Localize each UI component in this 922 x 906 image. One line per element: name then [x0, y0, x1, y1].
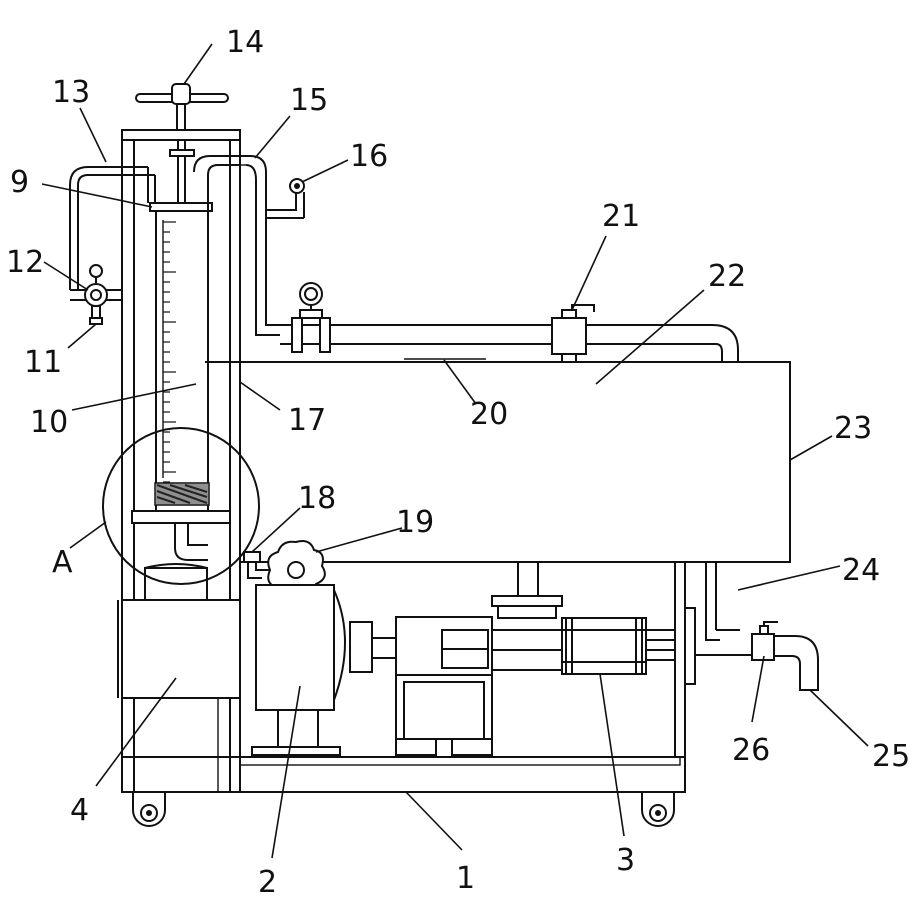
pressure-valve [84, 264, 108, 325]
cylinder-outlet [131, 510, 231, 561]
drain-valve [751, 621, 778, 661]
callout-9: 9 [10, 165, 29, 200]
callout-15: 15 [290, 83, 328, 118]
callout-14: 14 [226, 25, 264, 60]
callout-21: 21 [602, 199, 640, 234]
motor-coupling [349, 616, 493, 676]
control-valve [551, 304, 595, 365]
callout-25: 25 [872, 739, 910, 774]
callout-20: 20 [470, 397, 508, 432]
flower-valve [267, 540, 326, 597]
callout-a: A [52, 545, 73, 580]
piston-rod [149, 139, 213, 218]
callout-16: 16 [350, 139, 388, 174]
callout-23: 23 [834, 411, 872, 446]
handwheel [135, 83, 229, 131]
callout-13: 13 [52, 75, 90, 110]
caster-wheel-right [641, 791, 675, 827]
detail-circle-a [102, 427, 260, 585]
pressure-gauge [289, 178, 305, 218]
callout-19: 19 [396, 505, 434, 540]
callout-18: 18 [298, 481, 336, 516]
screw-shaft [491, 617, 676, 675]
callout-26: 26 [732, 733, 770, 768]
callout-2: 2 [258, 865, 277, 900]
caster-wheel-left [132, 791, 166, 827]
callout-labels: 14 13 15 16 9 12 11 10 17 20 21 22 23 18… [6, 25, 910, 900]
bypass-pipe [69, 166, 156, 301]
callout-12: 12 [6, 245, 44, 280]
leader-lines [41, 43, 869, 859]
drain-pipe [684, 562, 752, 685]
callout-10: 10 [30, 405, 68, 440]
top-outlet-pipe [193, 155, 304, 336]
base-frame [121, 130, 686, 793]
callout-4: 4 [70, 793, 89, 828]
supply-pipe [280, 324, 739, 362]
pump [251, 584, 346, 756]
graduated-cylinder [154, 210, 210, 512]
callout-17: 17 [288, 403, 326, 438]
callout-1: 1 [456, 861, 475, 896]
callout-22: 22 [708, 259, 746, 294]
mount-bracket [491, 561, 563, 619]
drain-outlet [774, 635, 819, 691]
water-tank [205, 358, 791, 563]
motor-stand [395, 674, 493, 756]
callout-24: 24 [842, 553, 880, 588]
flowmeter [291, 282, 331, 353]
storage-block [117, 563, 241, 699]
callout-11: 11 [24, 345, 62, 380]
callout-3: 3 [616, 843, 635, 878]
